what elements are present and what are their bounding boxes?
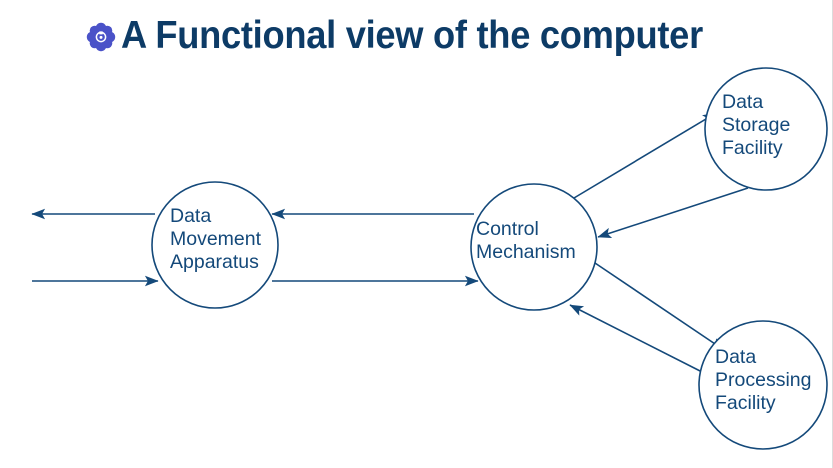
node-label-line: Movement [170, 228, 262, 250]
node-label-line: Control [476, 218, 539, 240]
node-control-mechanism[interactable]: Control Mechanism [470, 183, 598, 311]
title-bar: A Functional view of the computer [0, 8, 832, 64]
node-label-line: Mechanism [476, 241, 576, 263]
node-label-line: Facility [715, 392, 776, 414]
node-label: Data Storage Facility [722, 91, 796, 159]
page-title: A Functional view of the computer [121, 14, 704, 57]
node-circle [151, 181, 279, 309]
connector-storage-to-control [597, 187, 749, 238]
node-label: Data Processing Facility [715, 346, 817, 414]
flower-bullet-icon [86, 22, 116, 52]
node-data-movement-apparatus[interactable]: Data Movement Apparatus [151, 181, 279, 309]
title-row: A Functional view of the computer [86, 14, 747, 58]
connector-control-to-processing [594, 262, 725, 351]
node-label-line: Data [715, 346, 756, 368]
node-label-line: Facility [722, 137, 783, 159]
node-data-processing-facility[interactable]: Data Processing Facility [698, 320, 828, 450]
node-label: Data Movement Apparatus [170, 205, 266, 273]
node-label-line: Data [722, 91, 763, 113]
node-label: Control Mechanism [476, 218, 576, 263]
node-label-line: Data [170, 205, 211, 227]
node-label-line: Storage [722, 114, 790, 136]
node-label-line: Apparatus [170, 251, 259, 273]
connector-processing-to-control [569, 304, 709, 376]
connector-control-to-storage [573, 112, 717, 199]
node-circle [698, 320, 828, 450]
node-label-line: Processing [715, 369, 811, 391]
node-circle [470, 183, 598, 311]
node-data-storage-facility[interactable]: Data Storage Facility [704, 67, 828, 191]
node-circle [704, 67, 828, 191]
